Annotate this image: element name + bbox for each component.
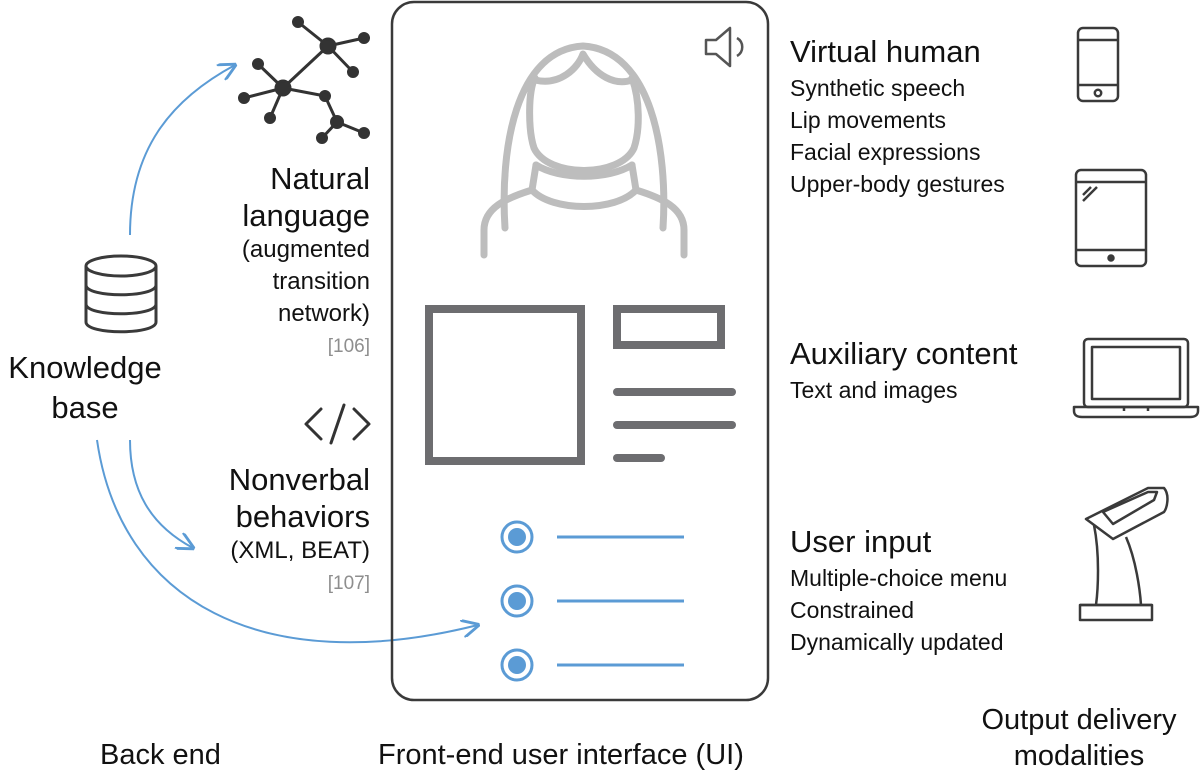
radio-button <box>500 648 534 682</box>
natural-language-reference: [106] <box>327 336 370 357</box>
nonverbal-behaviors-label: Nonverbal behaviors (XML, BEAT) [107] <box>150 461 370 601</box>
kiosk-icon <box>1078 486 1169 622</box>
multiple-choice-menu <box>500 520 684 682</box>
virtual-human-item: Lip movements <box>790 106 946 133</box>
virtual-human-item: Synthetic speech <box>790 74 966 101</box>
choice-option-3[interactable] <box>500 648 684 682</box>
virtual-human-item: Upper-body gestures <box>790 170 1005 197</box>
auxiliary-content-item: Text and images <box>790 376 958 403</box>
database-icon <box>84 254 158 334</box>
user-input-section: User input Multiple-choice menu Constrai… <box>790 524 1007 658</box>
arrow-to-nonverbal-behaviors <box>129 439 193 548</box>
network-graph-icon <box>238 16 370 144</box>
tablet-icon <box>1074 168 1148 268</box>
heading-placeholder <box>613 305 725 349</box>
virtual-human-avatar <box>480 42 688 259</box>
nonverbal-detail: (XML, BEAT) <box>230 537 370 564</box>
auxiliary-content-title: Auxiliary content <box>790 336 1018 371</box>
natural-language-detail-line3: network) <box>277 300 370 327</box>
user-input-title: User input <box>790 524 932 559</box>
choice-option-1[interactable] <box>500 520 684 554</box>
speaker-icon[interactable] <box>704 26 744 68</box>
image-placeholder <box>425 305 585 465</box>
nonverbal-title-line1: Nonverbal <box>228 462 370 497</box>
arrow-to-natural-language <box>129 65 235 236</box>
user-input-item: Constrained <box>790 596 915 623</box>
natural-language-detail-line2: transition <box>272 268 370 295</box>
code-tag-icon <box>304 403 371 445</box>
knowledge-base-line2: base <box>51 389 119 425</box>
natural-language-title-line2: language <box>242 198 370 233</box>
knowledge-base-label: Knowledge base <box>0 348 170 427</box>
virtual-human-item: Facial expressions <box>790 138 981 165</box>
radio-button <box>500 520 534 554</box>
choice-option-2[interactable] <box>500 584 684 618</box>
user-input-item: Dynamically updated <box>790 628 1004 655</box>
auxiliary-content-placeholder <box>425 305 736 465</box>
output-modalities-label: Output delivery modalities <box>958 702 1200 774</box>
nonverbal-reference: [107] <box>327 573 370 594</box>
ui-frame <box>390 0 770 702</box>
back-end-label: Back end <box>100 739 221 771</box>
user-input-item: Multiple-choice menu <box>790 564 1008 591</box>
auxiliary-content-section: Auxiliary content Text and images <box>790 336 1017 406</box>
natural-language-detail-line1: (augmented <box>241 236 370 263</box>
nonverbal-title-line2: behaviors <box>235 499 370 534</box>
output-modalities-line2: modalities <box>1013 740 1145 772</box>
radio-button <box>500 584 534 618</box>
output-modalities-line1: Output delivery <box>981 704 1177 736</box>
front-end-label: Front-end user interface (UI) <box>378 739 744 771</box>
virtual-human-section: Virtual human Synthetic speech Lip movem… <box>790 34 1005 200</box>
natural-language-title-line1: Natural <box>270 161 370 196</box>
virtual-human-title: Virtual human <box>790 34 981 69</box>
knowledge-base-line1: Knowledge <box>8 350 162 385</box>
smartphone-icon <box>1076 26 1120 103</box>
laptop-icon <box>1072 337 1200 419</box>
natural-language-label: Natural language (augmented transition n… <box>150 160 370 364</box>
